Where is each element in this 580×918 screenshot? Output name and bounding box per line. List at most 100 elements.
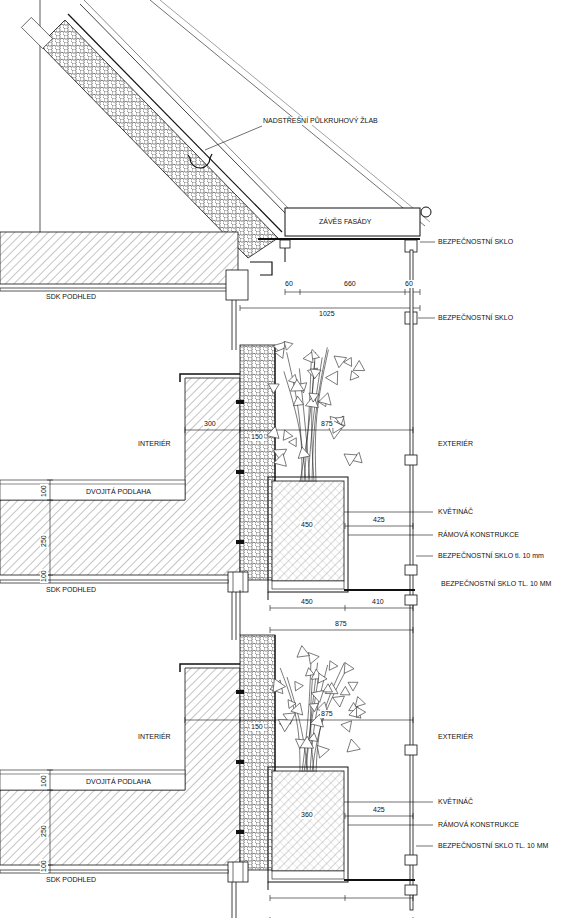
drawing-label: 60 — [284, 280, 294, 288]
plant-leaf — [297, 646, 310, 658]
plant-stem — [312, 347, 327, 482]
roof-line — [150, 0, 425, 226]
drawing-label: SDK PODHLED — [45, 876, 97, 884]
plant-leaf — [283, 430, 293, 440]
drawing-label: 875 — [334, 620, 348, 628]
drawing-label: NADSTŘEŠNÍ PŮLKRUHOVÝ ŽLAB — [262, 117, 379, 125]
plant-leaf — [340, 686, 350, 695]
drawing-label: RÁMOVÁ KONSTRUKCE — [437, 821, 520, 829]
floor-section — [0, 345, 433, 640]
plant-leaf — [309, 703, 318, 711]
drawing-label: INTERIÉR — [137, 440, 172, 448]
plant-stem — [310, 665, 328, 772]
plant-stem — [304, 360, 311, 482]
drawing-label: 1025 — [318, 310, 336, 318]
drawing-label: RÁMOVÁ KONSTRUKCE — [437, 531, 520, 539]
drawing-label: 660 — [343, 280, 357, 288]
plant-leaf — [344, 454, 357, 466]
leader-line — [418, 318, 435, 319]
hinge-pin — [421, 207, 431, 217]
dimension-line — [240, 289, 420, 311]
drawing-label: 450 — [300, 521, 314, 529]
plant-leaf — [309, 733, 318, 742]
drawing-label: DVOJITÁ PODLAHA — [85, 778, 152, 786]
roof-insulation — [40, 20, 278, 258]
drawing-label: BEZPEČNOSTNÍ SKLO TL. 10 MM — [440, 580, 552, 588]
gutter — [188, 154, 212, 168]
drawing-label: EXTERIÉR — [437, 440, 474, 448]
plant-leaf — [274, 454, 287, 467]
drawing-label: 425 — [372, 516, 386, 524]
window-glass — [232, 300, 233, 350]
window-glass — [236, 300, 237, 350]
hinge-beam — [285, 208, 420, 236]
plant-stem — [316, 662, 344, 772]
plant-leaf — [353, 361, 365, 371]
plant-leaf — [317, 745, 329, 758]
leader-line — [205, 126, 262, 150]
plant-leaf — [284, 341, 293, 350]
plant-leaf — [291, 703, 303, 715]
drawing-label: 425 — [372, 806, 386, 814]
drawing-label: 360 — [300, 811, 314, 819]
plant-leaf — [344, 663, 354, 674]
drawing-label: 100 — [40, 859, 48, 873]
plant-leaf — [293, 396, 303, 406]
drawing-label: 875 — [320, 420, 334, 428]
plant-leaf — [306, 668, 315, 676]
roof-batten — [21, 17, 52, 48]
plant-leaf — [310, 369, 321, 379]
roof — [0, 0, 430, 350]
plant-leaf — [348, 682, 358, 691]
drawing-label: 300 — [203, 420, 217, 428]
plant-leaf — [355, 697, 365, 707]
plant-leaf — [278, 720, 292, 732]
plant-leaf — [344, 358, 352, 367]
facade-hinge — [240, 207, 435, 324]
roof-tiles — [80, 4, 290, 218]
plant-leaf — [291, 379, 304, 391]
drawing-label: 250 — [40, 534, 48, 548]
floor-section — [0, 635, 433, 918]
drawing-label: BEZPEČNOSTNÍ SKLO — [437, 238, 514, 246]
plant-leaf — [329, 661, 338, 671]
drawing-label: 450 — [300, 598, 314, 606]
drawing-label: 150 — [250, 723, 264, 731]
plant-leaf — [341, 721, 352, 732]
plant-leaf — [333, 696, 345, 707]
roof-membrane — [68, 14, 282, 232]
plant-leaf — [319, 393, 331, 405]
plant-leaf — [308, 653, 319, 664]
window-frame — [226, 270, 248, 300]
plant-leaf — [333, 420, 345, 433]
plant-leaf — [309, 393, 319, 402]
plant-stem — [284, 371, 306, 482]
glass-fitting — [280, 240, 290, 248]
plant-leaf — [311, 691, 323, 703]
plant-leaf — [318, 673, 327, 683]
drawing-label: KVĚTINÁČ — [437, 798, 474, 806]
drawing-label: BEZPEČNOSTNÍ SKLO — [437, 314, 514, 322]
drawing-label: BEZPEČNOSTNÍ SKLO tl. 10 mm — [437, 552, 545, 560]
plant-leaf — [275, 348, 285, 358]
drawing-label: DVOJITÁ PODLAHA — [85, 488, 152, 496]
drawing-label: 60 — [404, 280, 414, 288]
drawing-label: EXTERIÉR — [437, 733, 474, 741]
plant-leaf — [288, 700, 296, 709]
plant-leaf — [350, 371, 359, 380]
plant-leaf — [298, 447, 310, 458]
safety-glass — [410, 250, 413, 910]
plant-leaf — [289, 438, 297, 447]
wall-line — [240, 590, 241, 635]
drawing-label: 150 — [250, 433, 264, 441]
drawing-label: 875 — [320, 710, 334, 718]
drawing-label: KVĚTINÁČ — [437, 508, 474, 516]
drawing-label: 410 — [371, 598, 385, 606]
plant-leaf — [323, 684, 332, 692]
plant-leaf — [326, 371, 338, 385]
roof-tiles — [84, 0, 292, 212]
plant-leaf — [268, 384, 279, 394]
ceiling-slab — [0, 232, 238, 284]
drawing-label: BEZPEČNOSTNÍ SKLO TL. 10 MM — [437, 842, 549, 850]
